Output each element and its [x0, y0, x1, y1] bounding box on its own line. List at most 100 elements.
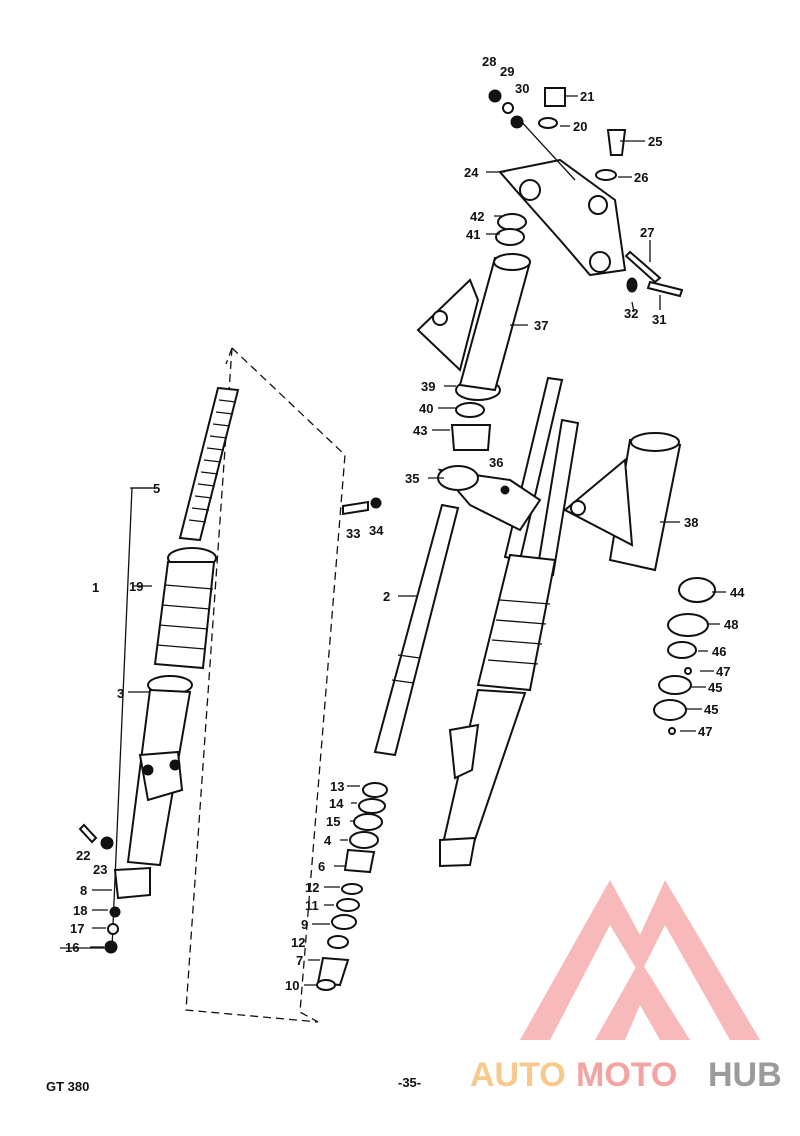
inner-tube [373, 503, 460, 757]
watermark-moto: MOTO [576, 1056, 677, 1094]
part-labels: 1 2 3 4 5 6 7 8 9 10 11 12 12 13 14 15 1… [65, 54, 745, 993]
label-4: 4 [324, 833, 332, 848]
label-47b: 47 [698, 724, 712, 739]
label-29: 29 [500, 64, 514, 79]
label-2: 2 [383, 589, 390, 604]
label-36: 36 [489, 455, 503, 470]
label-40: 40 [419, 401, 433, 416]
part-42-ring [497, 213, 527, 231]
label-26: 26 [634, 170, 648, 185]
headlamp-bracket-left [416, 253, 532, 392]
label-14: 14 [329, 796, 344, 811]
label-41: 41 [466, 227, 480, 242]
upper-bracket [498, 158, 627, 277]
watermark-logo-mark [520, 880, 760, 1040]
part-41-ring [495, 228, 525, 246]
part-18-nut [109, 906, 121, 918]
page-number: -35- [398, 1075, 421, 1090]
part-29-washer [502, 102, 514, 114]
part-27-bolt [624, 250, 662, 284]
label-23: 23 [93, 862, 107, 877]
label-17: 17 [70, 921, 84, 936]
fork-spring [178, 386, 240, 542]
part-47b-ball [668, 727, 676, 735]
label-33: 33 [346, 526, 360, 541]
part-23-washer [100, 836, 114, 850]
part-20-washer [538, 117, 558, 129]
label-18: 18 [73, 903, 87, 918]
label-32: 32 [624, 306, 638, 321]
label-25: 25 [648, 134, 662, 149]
label-43: 43 [413, 423, 427, 438]
label-8: 8 [80, 883, 87, 898]
part-21-bolt [544, 87, 566, 107]
label-24: 24 [464, 165, 479, 180]
label-46: 46 [712, 644, 726, 659]
part-31-bolt [646, 280, 684, 298]
damper-stack [316, 782, 388, 991]
part-47a-ball [684, 667, 692, 675]
watermark-text: AUTO MOTO HUB [470, 1056, 782, 1094]
label-39: 39 [421, 379, 435, 394]
dust-boot [153, 547, 217, 670]
label-35: 35 [405, 471, 419, 486]
label-12b: 12 [291, 935, 305, 950]
assembled-fork [438, 376, 580, 868]
part-45b-race [653, 699, 687, 721]
label-45b: 45 [704, 702, 718, 717]
part-28-nut [488, 89, 502, 103]
label-16: 16 [65, 940, 79, 955]
part-25-bolt [606, 129, 627, 156]
label-10: 10 [285, 978, 299, 993]
label-1: 1 [92, 580, 99, 595]
part-34-washer [370, 497, 382, 509]
part-22-bolt [78, 823, 98, 844]
label-42: 42 [470, 209, 484, 224]
label-34: 34 [369, 523, 384, 538]
part-45a-race [658, 675, 692, 695]
label-47a: 47 [716, 664, 730, 679]
outer-tube-left [113, 675, 193, 900]
label-9: 9 [301, 917, 308, 932]
dashed-bracket [185, 347, 346, 1023]
label-15: 15 [326, 814, 340, 829]
label-37: 37 [534, 318, 548, 333]
part-30-washer [510, 115, 524, 129]
label-38: 38 [684, 515, 698, 530]
lower-bracket [437, 465, 542, 532]
model-label: GT 380 [46, 1079, 89, 1094]
label-22: 22 [76, 848, 90, 863]
label-31: 31 [652, 312, 666, 327]
watermark-auto: AUTO [470, 1056, 566, 1094]
label-30: 30 [515, 81, 529, 96]
part-43-bearing [450, 424, 492, 451]
label-44: 44 [730, 585, 745, 600]
label-13: 13 [330, 779, 344, 794]
label-20: 20 [573, 119, 587, 134]
label-28: 28 [482, 54, 496, 69]
label-5: 5 [153, 481, 160, 496]
headlamp-bracket-right [563, 432, 682, 572]
part-46-race [667, 641, 697, 659]
part-17-washer [107, 923, 119, 935]
label-21: 21 [580, 89, 594, 104]
part-26-washer [595, 169, 617, 181]
label-6: 6 [318, 859, 325, 874]
part-33-bolt [342, 500, 369, 516]
leader-lines [90, 95, 726, 986]
part-40-ring [455, 402, 485, 418]
part-16-nut [104, 940, 118, 954]
label-11: 11 [305, 898, 319, 913]
part-48-bearing [667, 613, 709, 637]
label-7: 7 [296, 953, 303, 968]
watermark-hub: HUB [708, 1056, 782, 1094]
part-44-seal [678, 577, 716, 603]
label-19: 19 [129, 579, 143, 594]
label-27: 27 [640, 225, 654, 240]
watermark-logo [520, 880, 760, 1040]
label-12a: 12 [305, 880, 319, 895]
label-45a: 45 [708, 680, 722, 695]
part-32-nut [626, 277, 638, 293]
label-48: 48 [724, 617, 738, 632]
